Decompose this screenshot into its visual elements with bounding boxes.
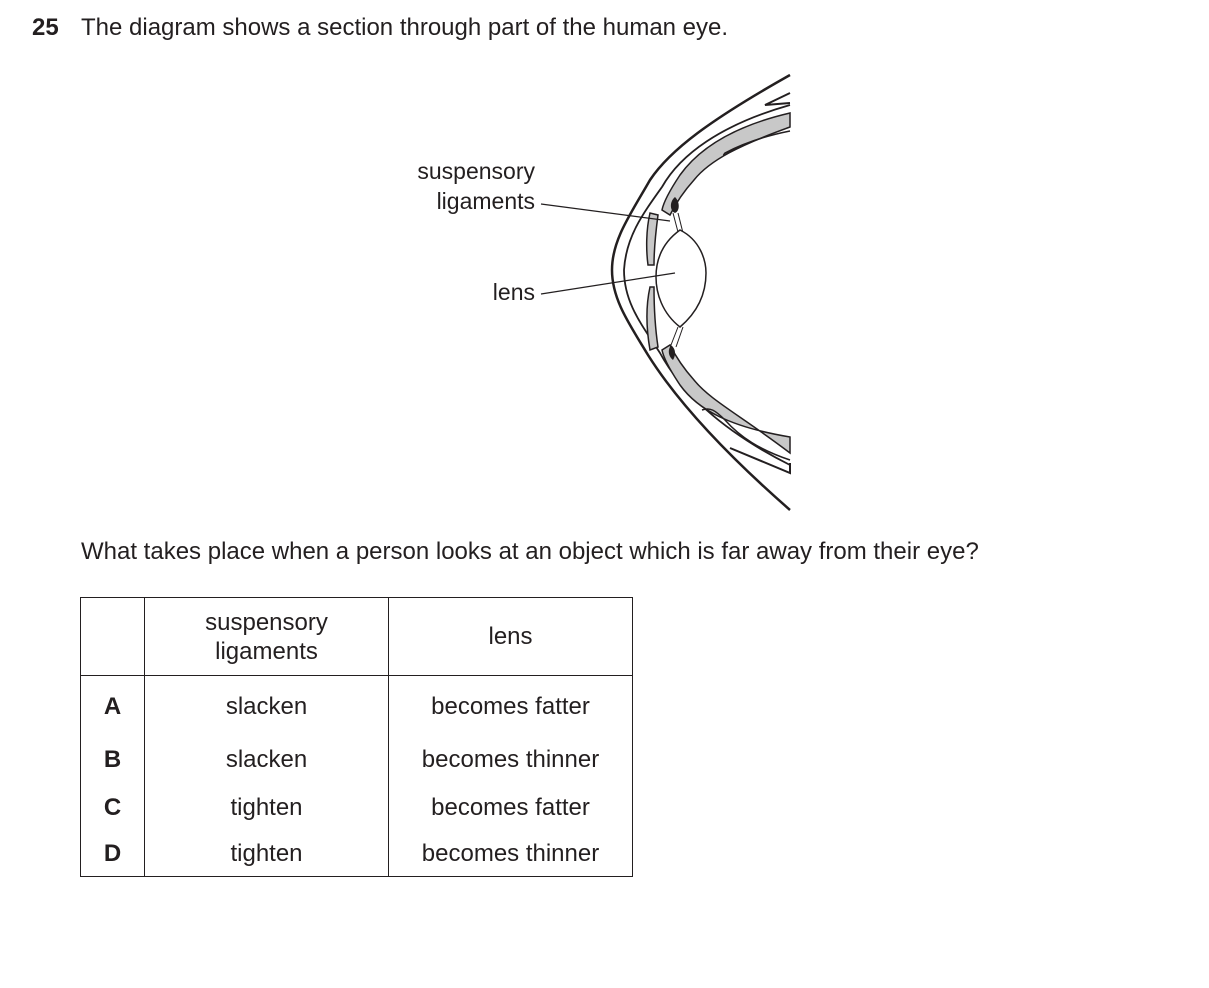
option-ligaments: tighten (144, 832, 389, 877)
suspensory-label-line (540, 203, 671, 222)
table-row[interactable]: A slacken becomes fatter (80, 675, 633, 736)
option-lens: becomes thinner (388, 832, 633, 877)
lens-label-line (540, 272, 676, 295)
option-lens: becomes fatter (388, 675, 633, 736)
iris-lower (646, 286, 659, 352)
ligament-fibre (672, 212, 679, 233)
option-lens: becomes fatter (388, 784, 633, 832)
header-empty (80, 597, 145, 676)
option-letter: B (80, 736, 145, 784)
label-ligaments: ligaments (437, 188, 535, 214)
question-number: 25 (32, 14, 59, 41)
table-row[interactable]: C tighten becomes fatter (80, 784, 633, 832)
table-row[interactable]: D tighten becomes thinner (80, 832, 633, 877)
choroid-upper (661, 112, 791, 217)
option-letter: D (80, 832, 145, 877)
retina-upper (723, 130, 791, 156)
question-prompt: What takes place when a person looks at … (81, 538, 979, 565)
iris-upper (645, 212, 659, 266)
option-ligaments: slacken (144, 736, 389, 784)
ciliary-body-upper (670, 197, 679, 213)
table-header-row: suspensory ligaments lens (80, 597, 633, 676)
table-row[interactable]: B slacken becomes thinner (80, 736, 633, 784)
header-suspensory-line1: suspensory (205, 608, 328, 636)
ciliary-body-lower (668, 345, 676, 360)
label-suspensory: suspensory (417, 158, 535, 184)
option-letter: A (80, 675, 145, 736)
ligament-fibre (675, 326, 684, 348)
header-suspensory-line2: ligaments (215, 637, 318, 665)
retina-lower (701, 408, 791, 461)
ligament-fibre (677, 212, 684, 234)
header-suspensory-ligaments: suspensory ligaments (144, 597, 389, 676)
answer-table: suspensory ligaments lens A slacken beco… (80, 597, 633, 877)
sclera-back-lower (729, 447, 791, 475)
label-lens: lens (493, 279, 535, 305)
option-lens: becomes thinner (388, 736, 633, 784)
sclera-back-upper (764, 92, 791, 106)
header-lens: lens (388, 597, 633, 676)
sclera-outer (610, 73, 791, 511)
question-text: The diagram shows a section through part… (81, 14, 729, 41)
ligament-fibre (670, 326, 679, 346)
option-ligaments: tighten (144, 784, 389, 832)
choroid-lower (661, 343, 791, 455)
option-ligaments: slacken (144, 675, 389, 736)
eye-section-svg: suspensory ligaments lens (417, 73, 791, 511)
eye-diagram: suspensory ligaments lens (380, 65, 800, 520)
option-letter: C (80, 784, 145, 832)
lens-shape (655, 229, 707, 328)
